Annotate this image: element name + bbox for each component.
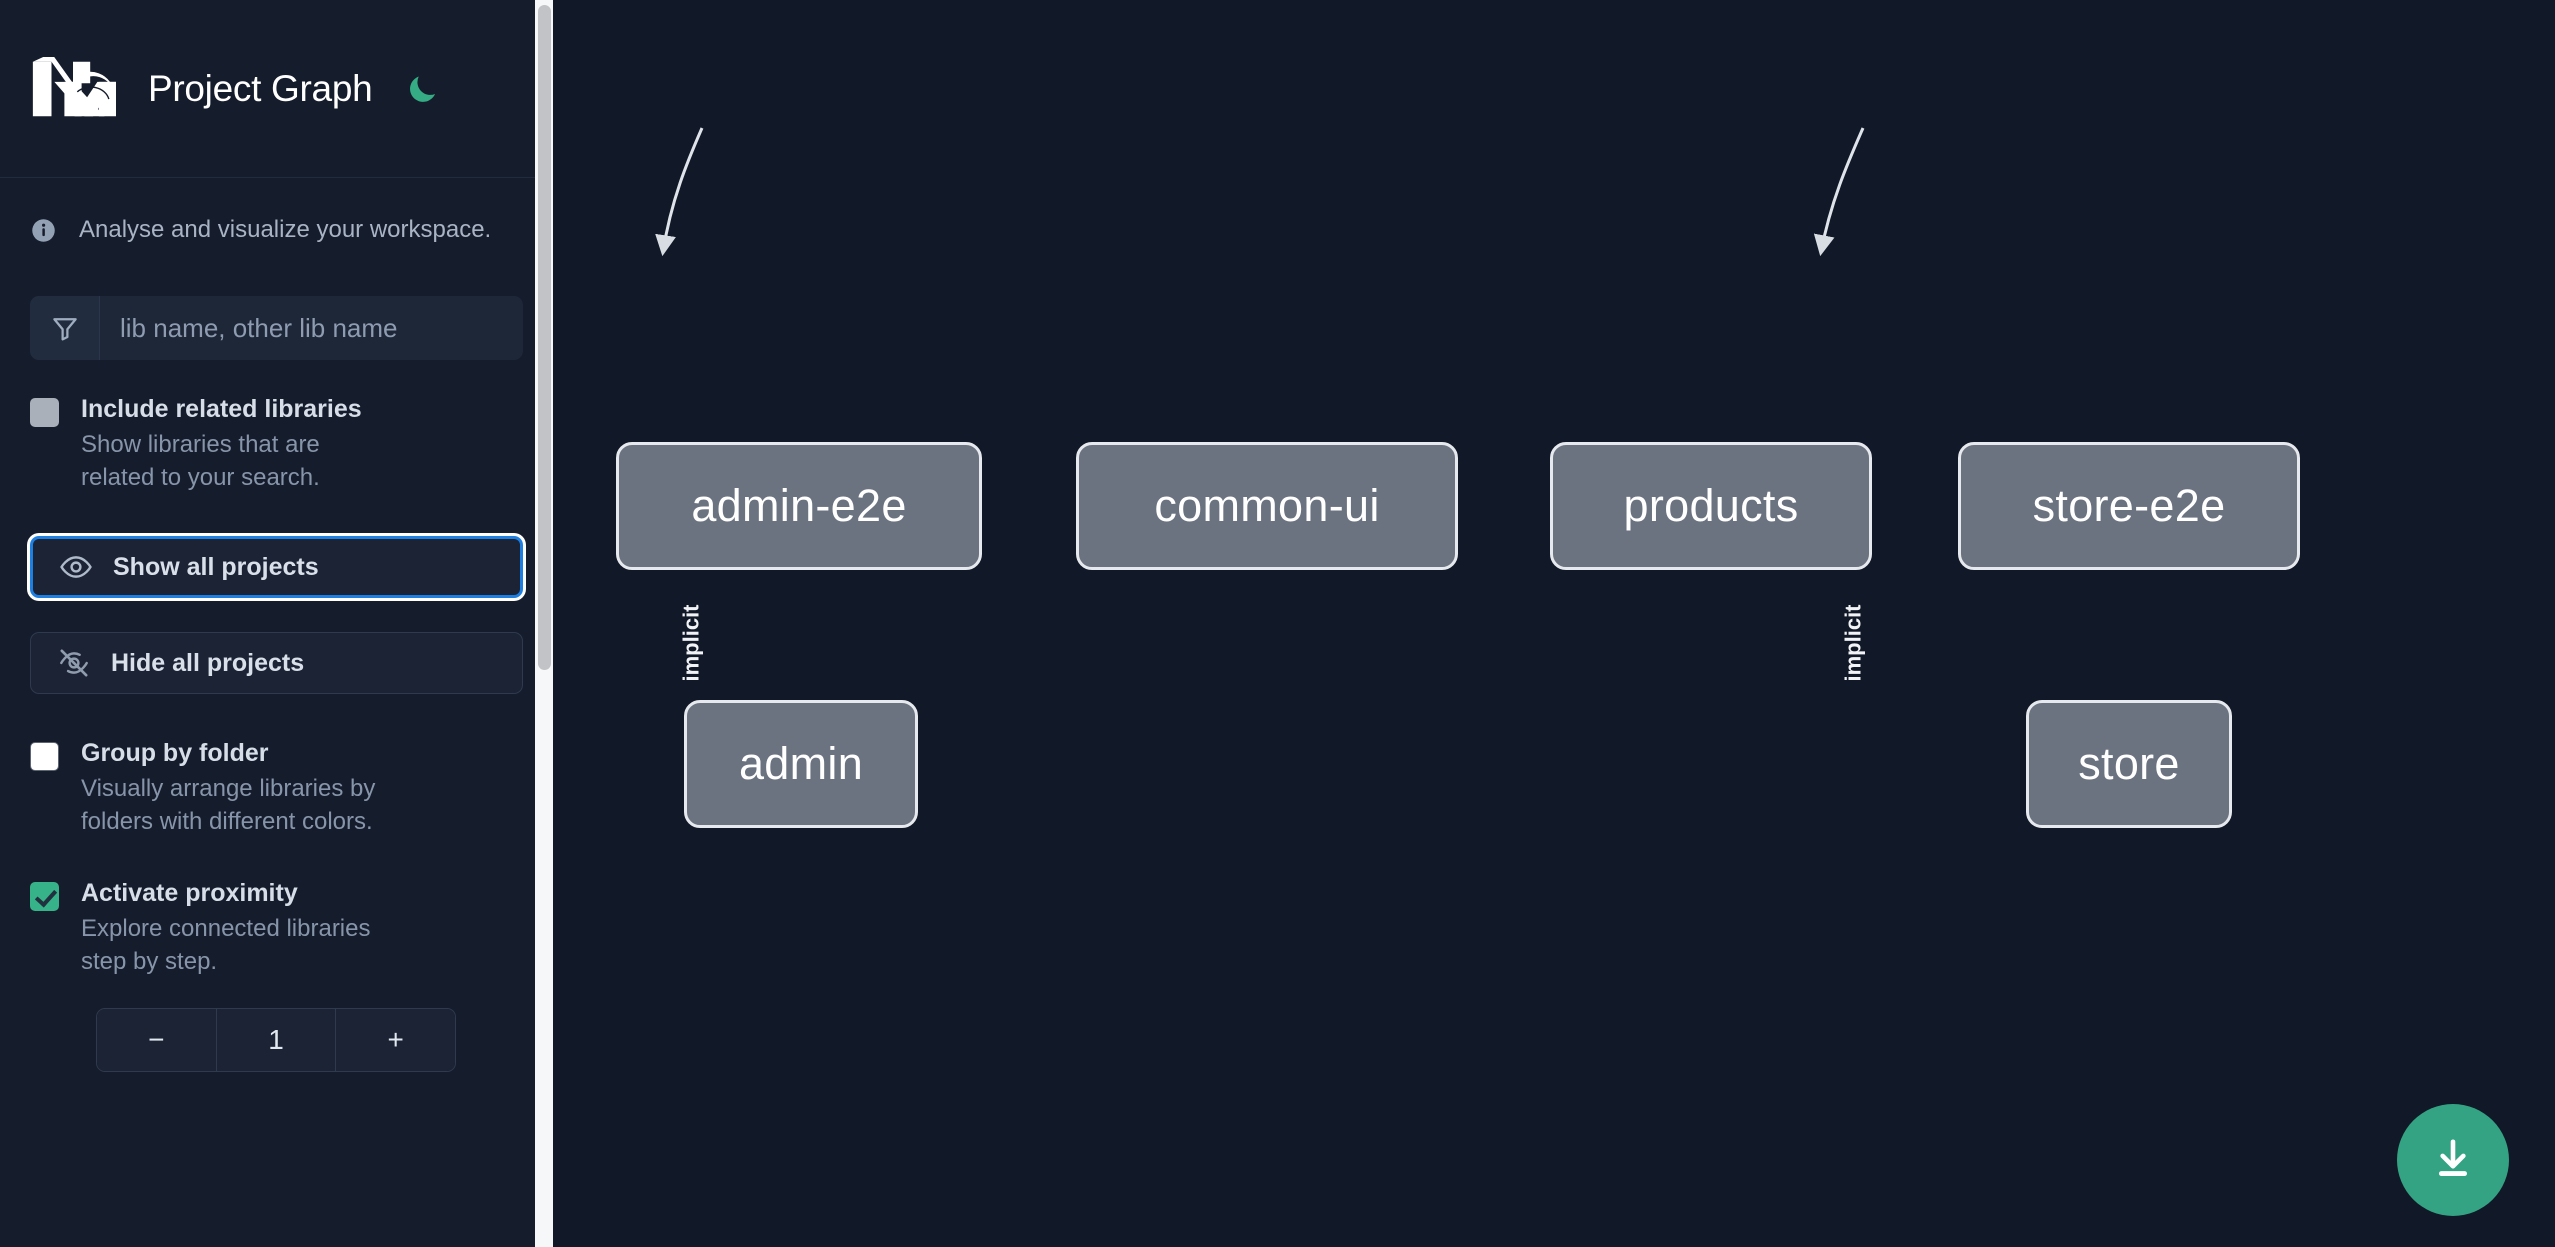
hide-all-projects-button[interactable]: Hide all projects (30, 632, 523, 695)
graph-node-common-ui[interactable]: common-ui (1076, 442, 1458, 570)
workspace-info-text: Analyse and visualize your workspace. (79, 216, 492, 243)
sidebar-body: Include related libraries Show libraries… (0, 296, 553, 1073)
sidebar-header: Project Graph (0, 0, 553, 178)
group-by-folder-checkbox[interactable] (30, 742, 59, 772)
edge-admin-e2e-to-admin (655, 127, 704, 257)
download-graph-button[interactable] (2397, 1104, 2509, 1216)
graph-node-products[interactable]: products (1550, 442, 1872, 570)
show-all-projects-button[interactable]: Show all projects (30, 536, 523, 599)
proximity-value: 1 (216, 1009, 337, 1072)
graph-edges-layer (655, 127, 1865, 257)
graph-node-admin-e2e[interactable]: admin-e2e (616, 442, 982, 570)
sidebar-scrollbar[interactable] (535, 0, 553, 1247)
include-related-libraries-checkbox[interactable] (30, 398, 59, 427)
page-title: Project Graph (148, 67, 373, 109)
show-all-projects-label: Show all projects (113, 552, 319, 581)
eye-off-icon (57, 646, 91, 680)
moon-icon[interactable] (402, 68, 444, 110)
proximity-decrement-button[interactable]: − (97, 1009, 217, 1072)
graph-node-label: admin (738, 738, 864, 789)
sidebar-scrollbar-thumb[interactable] (538, 5, 551, 670)
eye-icon (59, 550, 93, 584)
sidebar: Project Graph Analyse and visualize your… (0, 0, 553, 1247)
option-activate-proximity[interactable]: Activate proximity Explore connected lib… (30, 878, 523, 978)
option-group-by-folder[interactable]: Group by folder Visually arrange librari… (30, 738, 523, 838)
nx-logo-icon (30, 52, 116, 121)
search-input[interactable] (100, 296, 523, 360)
option-include-related-libraries[interactable]: Include related libraries Show libraries… (30, 394, 523, 494)
graph-node-label: common-ui (1154, 480, 1380, 531)
edge-label-admin-e2e-to-admin: implicit (678, 604, 704, 682)
edge-store-e2e-to-store (1813, 127, 1865, 257)
include-related-libraries-description: Show libraries that are related to your … (81, 431, 320, 491)
proximity-stepper: − 1 + (96, 1008, 456, 1073)
funnel-filter-icon[interactable] (30, 296, 100, 360)
activate-proximity-checkbox[interactable] (30, 882, 59, 912)
download-icon (2430, 1136, 2476, 1185)
graph-node-label: admin-e2e (691, 480, 907, 531)
activate-proximity-description: Explore connected libraries step by step… (81, 915, 371, 975)
graph-node-label: products (1623, 480, 1799, 531)
graph-node-label: store-e2e (2032, 480, 2226, 531)
group-by-folder-description: Visually arrange libraries by folders wi… (81, 775, 376, 835)
workspace-info: Analyse and visualize your workspace. (0, 178, 553, 244)
edge-label-store-e2e-to-store: implicit (1840, 604, 1866, 682)
graph-node-store-e2e[interactable]: store-e2e (1958, 442, 2300, 570)
activate-proximity-label: Activate proximity (81, 879, 298, 908)
filter-search-row (30, 296, 523, 360)
info-circle-icon (30, 217, 57, 244)
graph-canvas[interactable]: admin-e2e common-ui products store-e2e a… (553, 0, 2555, 1247)
graph-node-store[interactable]: store (2026, 700, 2232, 828)
include-related-libraries-label: Include related libraries (81, 395, 362, 423)
graph-node-label: store (2078, 738, 2180, 789)
graph-node-admin[interactable]: admin (684, 700, 918, 828)
proximity-increment-button[interactable]: + (336, 1009, 455, 1072)
group-by-folder-label: Group by folder (81, 739, 269, 768)
hide-all-projects-label: Hide all projects (111, 648, 305, 677)
